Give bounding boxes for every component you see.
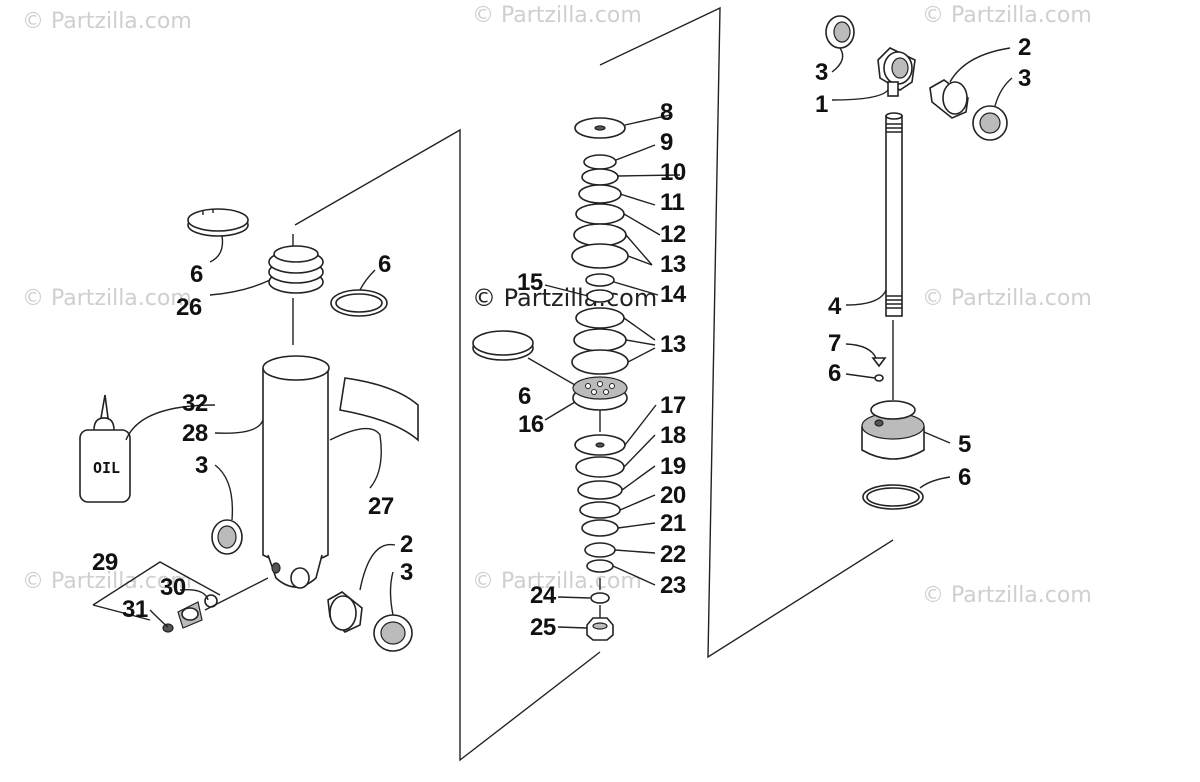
o-ring-large — [862, 484, 924, 510]
watermark-center: © Partzilla.com — [472, 284, 657, 312]
callout-7: 7 — [828, 330, 841, 357]
nut — [586, 617, 614, 641]
callout-3: 3 — [400, 559, 413, 586]
shaft-group — [825, 15, 1008, 510]
callout-8: 8 — [660, 99, 673, 126]
watermark: © Partzilla.com — [922, 3, 1092, 28]
callout-13: 13 — [660, 331, 686, 358]
callout-12: 12 — [660, 221, 686, 248]
callout-1: 1 — [815, 91, 828, 118]
callout-23: 23 — [660, 572, 686, 599]
callout-27: 27 — [368, 493, 394, 520]
lock-washer — [590, 592, 610, 604]
callout-29: 29 — [92, 549, 118, 576]
watermark: © Partzilla.com — [922, 583, 1092, 608]
watermark: © Partzilla.com — [472, 569, 642, 594]
watermarks: © Partzilla.com © Partzilla.com © Partzi… — [22, 3, 1092, 608]
callout-2: 2 — [400, 531, 413, 558]
bushing-top-right — [972, 105, 1008, 141]
callout-5: 5 — [958, 431, 971, 458]
sleeve-bottom — [327, 591, 363, 633]
watermark: © Partzilla.com — [472, 3, 642, 28]
oil-label: OIL — [93, 459, 120, 477]
sleeve-top — [929, 79, 969, 119]
shaft — [885, 112, 903, 317]
piston-ring — [472, 330, 534, 361]
callout-31: 31 — [122, 596, 148, 623]
callout-4: 4 — [828, 293, 842, 320]
callout-30: 30 — [160, 574, 186, 601]
o-ring — [330, 289, 388, 317]
callout-6: 6 — [378, 251, 391, 278]
callout-13: 13 — [660, 251, 686, 278]
bushing-bottom — [373, 614, 413, 652]
callout-3: 3 — [1018, 65, 1031, 92]
callout-21: 21 — [660, 510, 686, 537]
bearing-cap — [861, 400, 925, 460]
callout-25: 25 — [530, 614, 556, 641]
piston — [572, 376, 628, 411]
oil-bottle: OIL — [79, 394, 131, 503]
callout-14: 14 — [660, 281, 687, 308]
eyelet — [877, 47, 916, 97]
screw — [871, 357, 887, 368]
callout-6: 6 — [518, 383, 531, 410]
watermark: © Partzilla.com — [922, 286, 1092, 311]
assembly-outline-lines — [292, 6, 894, 762]
callout-9: 9 — [660, 129, 673, 156]
callout-6: 6 — [958, 464, 971, 491]
watermark: © Partzilla.com — [22, 286, 192, 311]
retainer-ring — [187, 208, 249, 237]
callout-28: 28 — [182, 420, 208, 447]
callout-26: 26 — [176, 294, 202, 321]
callout-17: 17 — [660, 392, 686, 419]
valve-kit — [92, 561, 221, 633]
callout-3: 3 — [815, 59, 828, 86]
shock-body-group: OIL — [79, 208, 419, 652]
callout-32: 32 — [182, 390, 208, 417]
callout-15: 15 — [517, 269, 543, 296]
callout-2: 2 — [1018, 34, 1031, 61]
shock-body — [262, 355, 330, 589]
o-ring-small — [874, 374, 884, 382]
callout-20: 20 — [660, 482, 686, 509]
callout-numbers: 6 26 6 32 28 3 27 29 30 31 2 3 8 9 10 11… — [92, 34, 1032, 641]
callout-3: 3 — [195, 452, 208, 479]
watermark: © Partzilla.com — [22, 9, 192, 34]
callout-6: 6 — [828, 360, 841, 387]
callout-18: 18 — [660, 422, 686, 449]
leader-lines — [125, 47, 1013, 629]
bushing — [211, 519, 243, 555]
seal-head — [268, 245, 324, 294]
decal — [339, 377, 419, 442]
callout-19: 19 — [660, 453, 686, 480]
callout-24: 24 — [530, 582, 557, 609]
callout-22: 22 — [660, 541, 686, 568]
callout-11: 11 — [660, 189, 685, 216]
valve-stack — [472, 117, 629, 641]
callout-6: 6 — [190, 261, 203, 288]
bushing-top-left — [825, 15, 855, 49]
callout-16: 16 — [518, 411, 544, 438]
watermark: © Partzilla.com — [22, 569, 192, 594]
callout-10: 10 — [660, 159, 686, 186]
